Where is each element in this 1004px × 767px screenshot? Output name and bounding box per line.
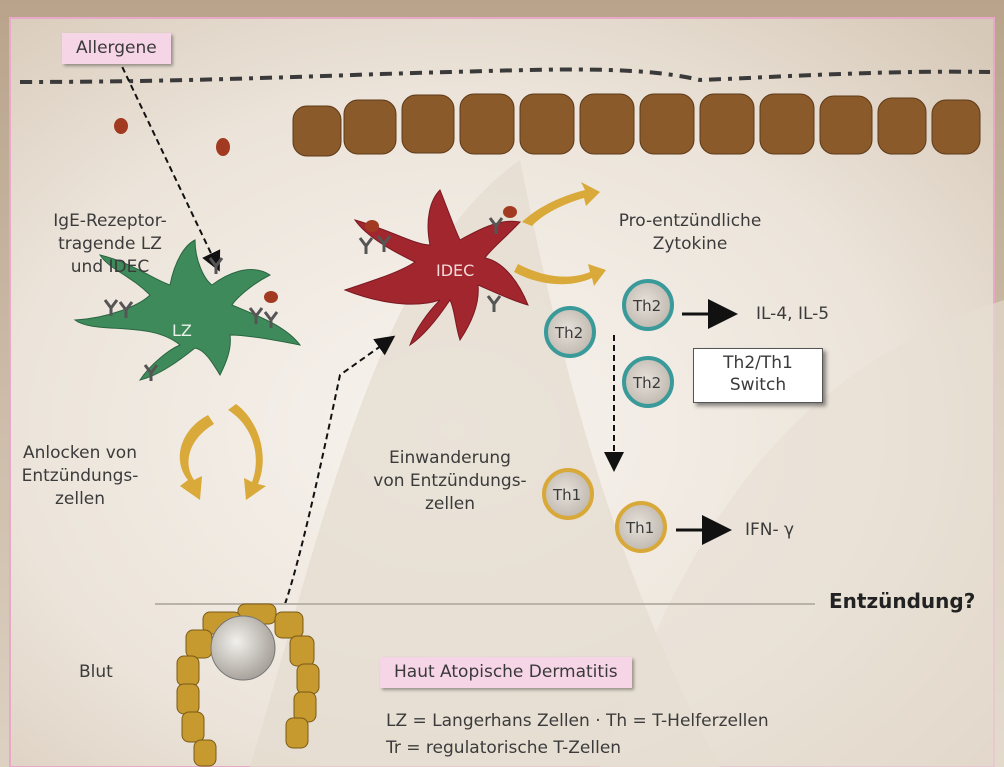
lz-cell-label: LZ [172,321,192,340]
th2-cell: Th2 [546,308,594,356]
th1-cell: Th1 [617,503,665,551]
allergen-particle [216,138,230,156]
einwanderung-label: Einwanderung von Entzündungs- zellen [340,447,560,516]
haut-label: Haut Atopische Dermatitis [380,657,632,688]
ige-receptor-label: IgE-Rezeptor- tragende LZ und IDEC [0,210,220,279]
svg-text:Th2: Th2 [554,324,583,342]
th2-cell: Th2 [624,358,672,406]
allergen-particle [264,291,278,303]
legend-line-1: LZ = Langerhans Zellen · Th = T-Helferze… [386,710,769,733]
allergen-particle [503,206,517,218]
entzuendung-label: Entzündung? [829,590,975,613]
legend-line-2: Tr = regulatorische T-Zellen [386,737,621,760]
idec-cell-label: IDEC [436,261,474,280]
pro-entzuendliche-label: Pro-entzündliche Zytokine [580,210,800,256]
blut-label: Blut [79,661,113,684]
il-label: IL-4, IL-5 [756,303,829,326]
switch-box: Th2/Th1 Switch [693,348,823,403]
allergen-particle [114,118,128,134]
th2-cell: Th2 [624,281,672,329]
allergen-particle [365,220,379,232]
ifn-label: IFN- γ [745,519,794,542]
allergene-label: Allergene [62,33,171,64]
blood-cell [211,616,275,680]
svg-text:Th2: Th2 [632,374,661,392]
svg-text:Th1: Th1 [625,519,654,537]
svg-text:Th2: Th2 [632,297,661,315]
anlocken-label: Anlocken von Entzündungs- zellen [0,442,160,511]
